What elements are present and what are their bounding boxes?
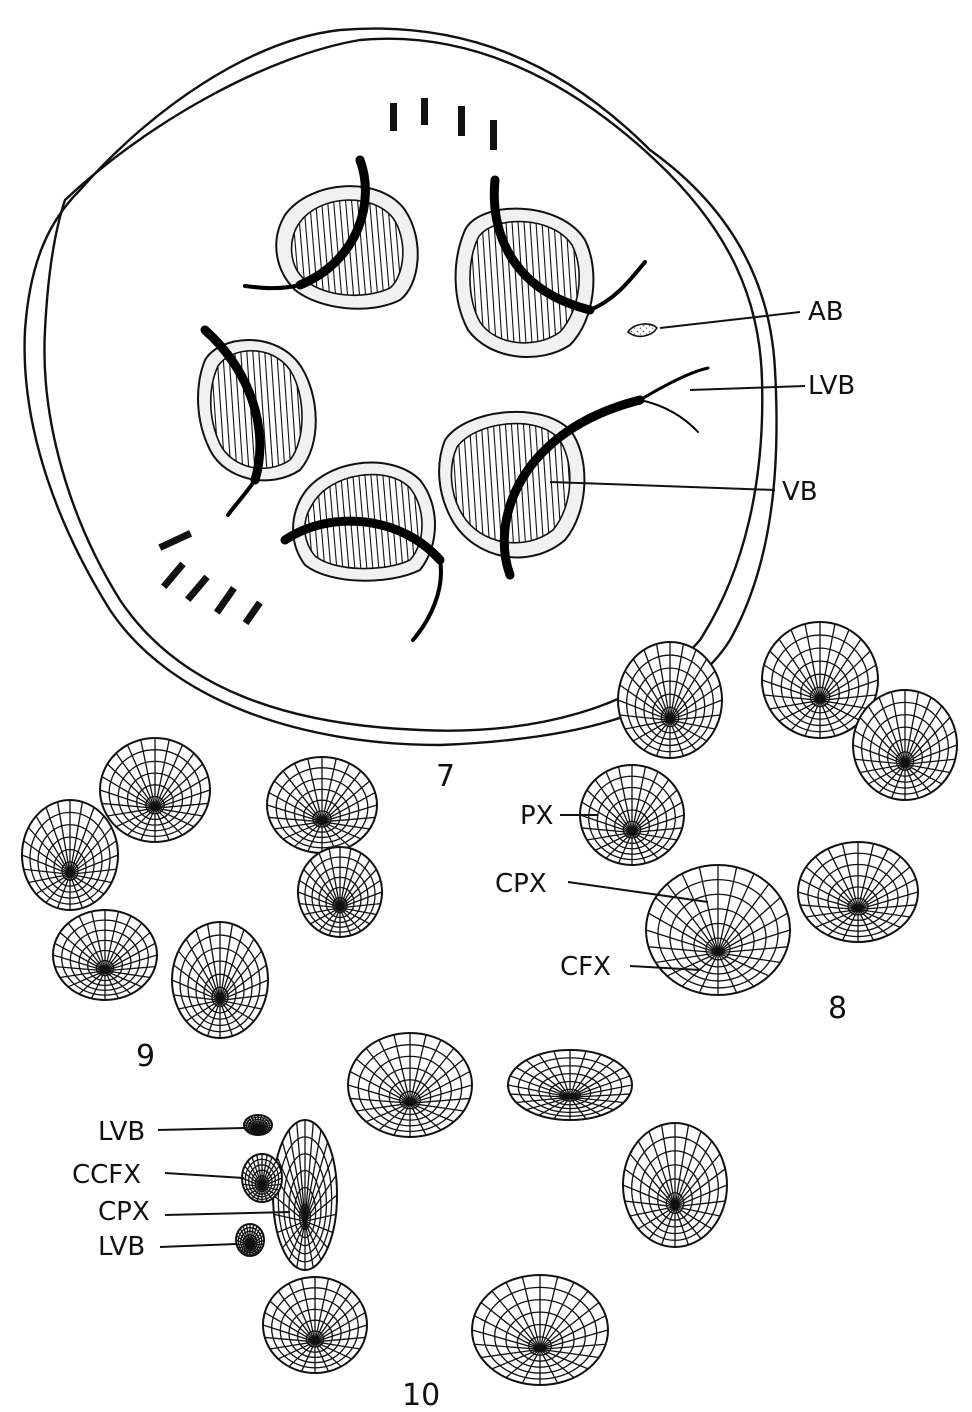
xylem-strand-9d xyxy=(298,847,382,937)
xylem-strand-cpx xyxy=(646,865,790,995)
figure-number-9: 9 xyxy=(136,1039,155,1074)
xylem-strand-10d xyxy=(273,1120,337,1270)
fiber-strands-top xyxy=(390,98,497,150)
vascular-bundle-lower-center xyxy=(285,463,441,640)
label-lvb-bottom: LVB xyxy=(98,1232,145,1262)
label-px: PX xyxy=(520,801,554,831)
figure-number-7: 7 xyxy=(436,759,455,794)
xylem-strand-10e xyxy=(263,1277,367,1373)
accessory-bundle-mark xyxy=(628,324,657,336)
xylem-strand-9e xyxy=(53,910,157,1000)
figure-number-8: 8 xyxy=(828,991,847,1026)
stem-outline-inner xyxy=(44,39,762,731)
xylem-strand-9c xyxy=(267,757,377,853)
xylem-strand-3 xyxy=(853,690,957,800)
xylem-strand-10a xyxy=(348,1033,472,1137)
xylem-strand-10-lvb-top xyxy=(244,1115,272,1135)
label-cpx: CPX xyxy=(98,1197,150,1227)
figure-number-10: 10 xyxy=(402,1378,440,1412)
xylem-strand-6 xyxy=(798,842,918,942)
vascular-bundle-left xyxy=(198,330,316,515)
label-lvb: LVB xyxy=(808,371,855,401)
xylem-strand-10f xyxy=(472,1275,608,1385)
xylem-strand-9b xyxy=(22,800,118,910)
label-vb: VB xyxy=(782,477,818,507)
vascular-bundle-upper-left xyxy=(245,160,418,309)
xylem-strand-9f xyxy=(172,922,268,1038)
label-cfx: CFX xyxy=(560,952,611,982)
figure-8-xylem-arrangement: PX CPX CFX 8 xyxy=(495,622,957,1026)
figure-10-xylem-arrangement: LVB CCFX CPX LVB 10 xyxy=(72,1033,727,1412)
xylem-strand-1 xyxy=(618,642,722,758)
vascular-bundle-upper-right xyxy=(456,180,645,357)
figure-7-stem-section: AB LVB VB 7 xyxy=(25,29,856,795)
vascular-bundle-right xyxy=(439,368,708,575)
label-ccfx: CCFX xyxy=(72,1160,141,1190)
xylem-strand-9a xyxy=(100,738,210,842)
xylem-strand-10-lvb-bottom xyxy=(236,1224,264,1256)
figure-9-xylem-arrangement: 9 xyxy=(22,738,382,1074)
label-ab: AB xyxy=(808,297,844,327)
xylem-strand-10-ccfx xyxy=(242,1154,282,1202)
fiber-strands-lower-left xyxy=(158,530,262,625)
label-lvb-top: LVB xyxy=(98,1117,145,1147)
label-cpx: CPX xyxy=(495,869,547,899)
xylem-strand-10c xyxy=(623,1123,727,1247)
xylem-strand-10b xyxy=(508,1050,632,1120)
